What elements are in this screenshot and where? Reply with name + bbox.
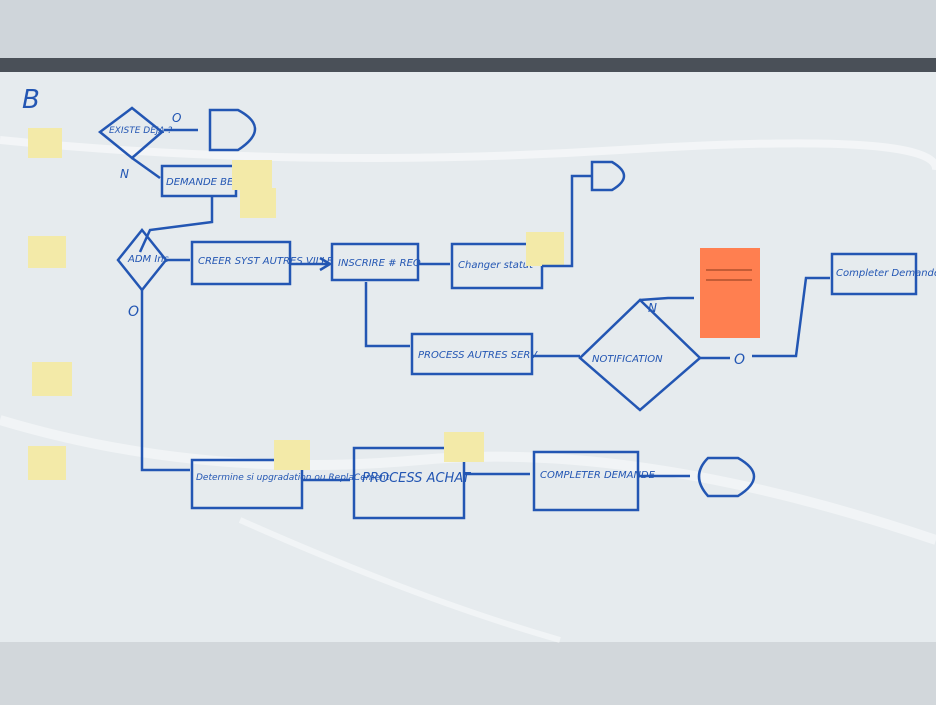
- label-process-autres-serv: PROCESS AUTRES SERV: [418, 350, 538, 361]
- box-determine: [190, 458, 304, 510]
- label-n-top: N: [120, 167, 129, 181]
- decision-notification: [578, 298, 702, 412]
- label-completer-demande-bottom: COMPLETER DEMANDE: [540, 470, 656, 481]
- sticky-note-changer: [526, 232, 564, 266]
- label-determine: Determine si upgradation ou ReplaCement: [196, 473, 390, 483]
- terminal-end-top: [208, 108, 257, 152]
- label-process-achat: PROCESS ACHAT: [362, 471, 471, 486]
- label-creer-syst: CREER SYST AUTRES VILLE: [198, 256, 334, 267]
- label-n-mid: N: [648, 301, 657, 315]
- label-demande-besoin: DEMANDE BESOIN: [166, 177, 259, 188]
- sticky-note-achat: [444, 432, 484, 462]
- sticky-note-left-4: [28, 446, 66, 480]
- sticky-note-demande-1: [232, 160, 272, 190]
- label-existe-deja: EXISTE DEJA ?: [109, 126, 173, 136]
- section-letter: B: [22, 85, 40, 115]
- label-adm: ADM Ins: [127, 254, 169, 265]
- label-inscrire: INSCRIRE # REQ: [338, 258, 421, 269]
- ceiling-strip: [0, 0, 936, 58]
- label-notification: NOTIFICATION: [592, 354, 663, 365]
- terminal-end-bottom: [697, 456, 756, 498]
- board-bottom: [0, 642, 936, 705]
- board-rail: [0, 58, 936, 72]
- box-process-autres-serv: [410, 332, 534, 376]
- label-o-left: O: [128, 304, 139, 320]
- label-o-mid: O: [734, 352, 745, 368]
- box-process-achat: [352, 446, 466, 520]
- box-completer-demande-right: [830, 252, 918, 296]
- box-completer-demande-bottom: [532, 450, 640, 512]
- label-completer-demande-right: Completer Demande: [836, 268, 936, 279]
- sticky-note-determine: [274, 440, 310, 470]
- orange-sticky-note: [700, 248, 760, 338]
- label-changer-statut: Changer statut: [458, 260, 534, 271]
- sticky-note-demande-2: [240, 188, 276, 218]
- sticky-note-left-2: [28, 236, 66, 268]
- sticky-note-left-1: [28, 128, 62, 158]
- label-o-top: O: [172, 111, 181, 125]
- box-inscrire: [330, 242, 420, 282]
- terminal-end-mid: [590, 160, 626, 192]
- sticky-note-left-3: [32, 362, 72, 396]
